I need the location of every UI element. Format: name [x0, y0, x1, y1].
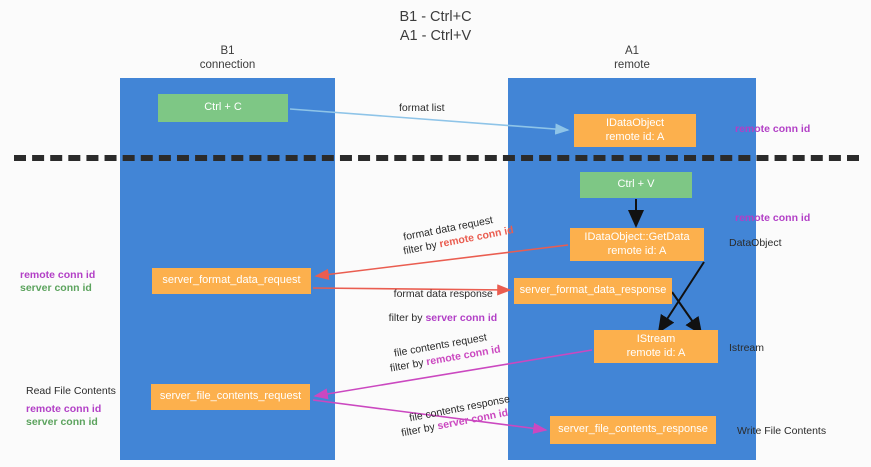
node-server-format-data-request[interactable]: server_format_data_request	[152, 268, 311, 294]
edge-label-file-contents-request-filter-prefix: filter by	[389, 356, 428, 375]
edge-label-file-contents-request-filter-key: remote conn id	[425, 343, 502, 369]
annotation-remote-conn-id-top: remote conn id	[735, 123, 811, 135]
node-idataobject-getdata[interactable]: IDataObject::GetData remote id: A	[570, 228, 704, 261]
column-title-a1: A1 remote	[614, 45, 650, 71]
column-title-b1: B1 connection	[199, 45, 256, 71]
edge-label-format-data-response-filter-key: server conn id	[425, 312, 498, 324]
node-server-file-contents-response[interactable]: server_file_contents_response	[550, 416, 716, 444]
annotation-left-remote-conn-id-2: remote conn id	[26, 403, 102, 415]
annotation-dataobject: DataObject	[729, 237, 782, 249]
node-server-format-data-response[interactable]: server_format_data_response	[514, 278, 672, 304]
annotation-left-remote-conn-id: remote conn id	[20, 269, 96, 281]
annotation-read-file-contents: Read File Contents	[26, 385, 116, 397]
edge-label-format-data-response-filter-prefix: filter by	[388, 312, 426, 324]
page-title: B1 - Ctrl+C A1 - Ctrl+V	[399, 9, 472, 44]
annotation-left-server-conn-id-2: server conn id	[26, 416, 98, 428]
edge-label-format-data-request-filter-key: remote conn id	[438, 224, 515, 251]
node-ctrl-v[interactable]: Ctrl + V	[580, 172, 692, 198]
node-istream[interactable]: IStream remote id: A	[594, 330, 718, 363]
edge-label-file-contents-response-filter-prefix: filter by	[400, 420, 439, 440]
annotation-left-server-conn-id: server conn id	[20, 282, 92, 294]
annotation-write-file-contents: Write File Contents	[737, 425, 827, 437]
phase-divider	[14, 155, 859, 161]
annotation-istream: Istream	[729, 342, 765, 354]
edge-label-file-contents-response-filter-key: server conn id	[436, 406, 510, 433]
edge-label-format-data-response: format data response	[393, 288, 493, 300]
node-ctrl-c[interactable]: Ctrl + C	[158, 94, 288, 122]
edge-label-format-data-request-filter-prefix: filter by	[402, 238, 441, 258]
edge-label-format-list: format list	[399, 102, 445, 114]
node-server-file-contents-request[interactable]: server_file_contents_request	[151, 384, 310, 410]
node-idataobject[interactable]: IDataObject remote id: A	[574, 114, 696, 147]
annotation-remote-conn-id-mid: remote conn id	[735, 212, 811, 224]
